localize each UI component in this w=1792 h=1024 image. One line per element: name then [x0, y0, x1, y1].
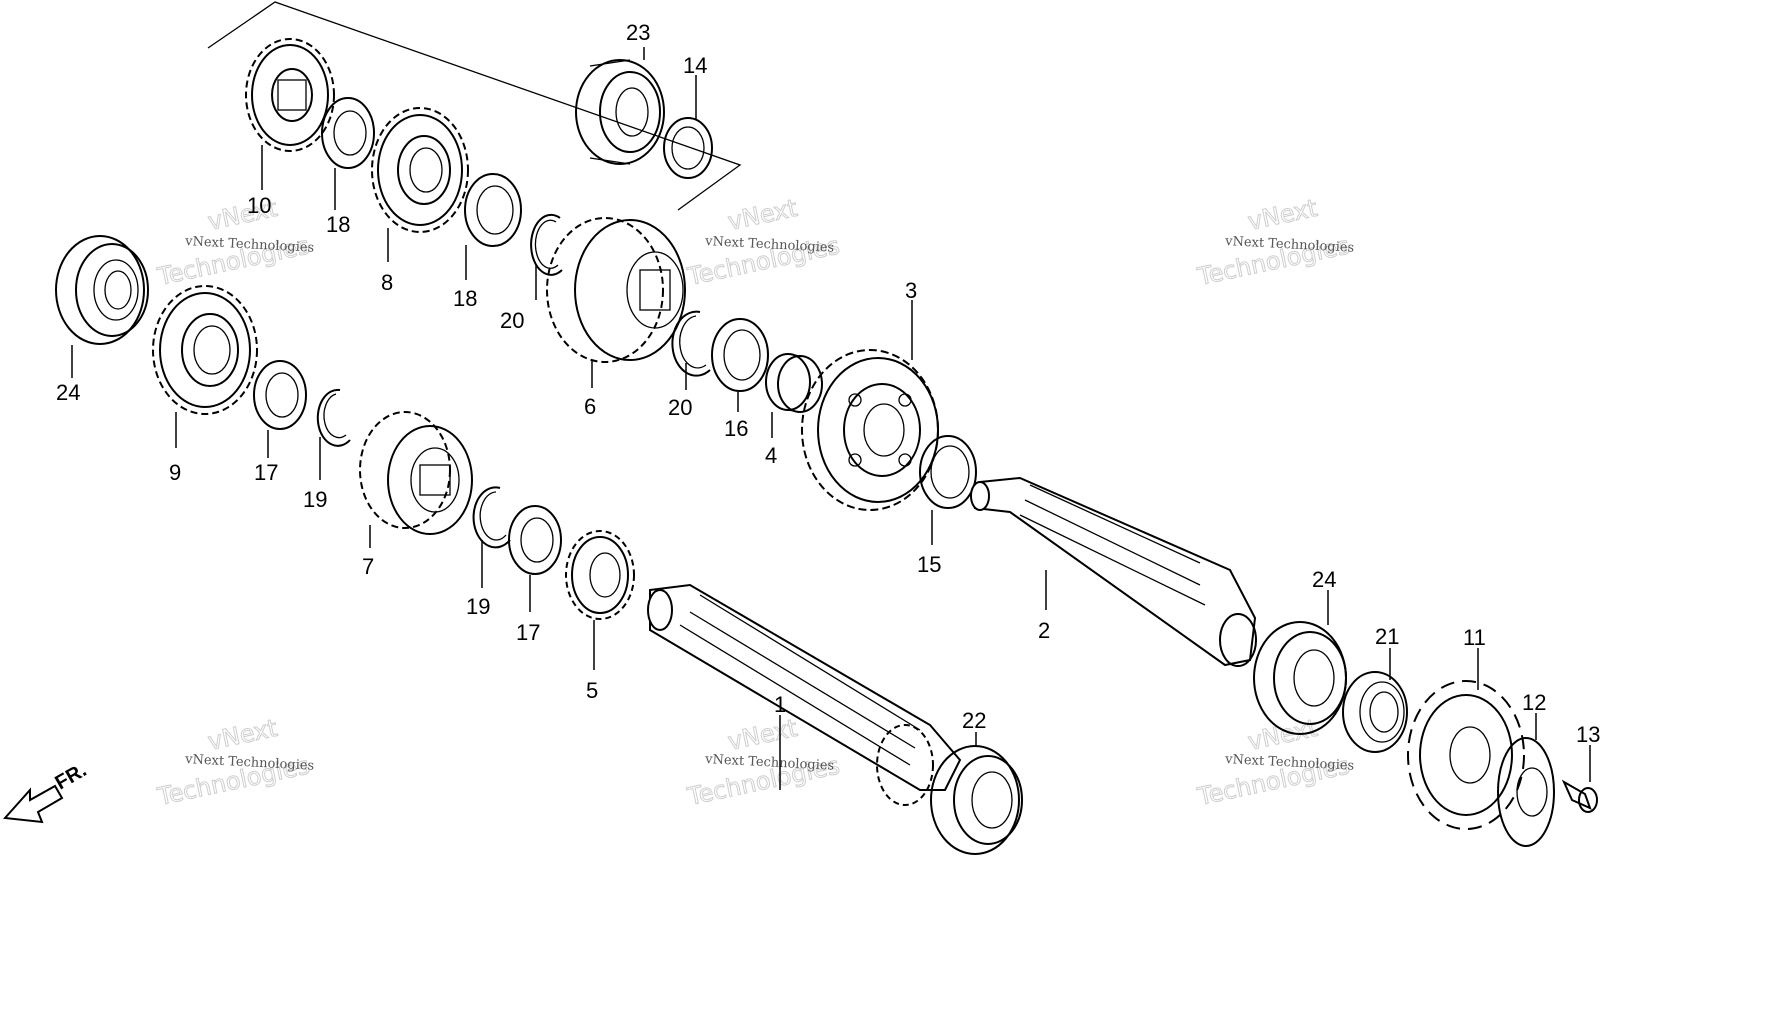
watermark-top-right: vNext Technologies vNext Technologies: [1194, 193, 1355, 291]
washer-17-left: [253, 360, 307, 430]
callout-24-left: 24: [56, 380, 80, 405]
svg-text:vNext Technologies: vNext Technologies: [1224, 234, 1355, 256]
callout-10: 10: [247, 193, 271, 218]
callout-17-left: 17: [254, 460, 278, 485]
svg-text:vNext: vNext: [1245, 714, 1319, 756]
callout-13: 13: [1576, 722, 1600, 747]
bearing-24-right: [1253, 621, 1347, 735]
svg-text:vNext: vNext: [1245, 194, 1319, 236]
callout-14: 14: [683, 53, 707, 78]
callout-18: 18: [453, 286, 477, 311]
gear-3: [801, 349, 939, 511]
callout-11: 11: [1463, 625, 1486, 650]
circlip-19-lower: [472, 486, 511, 549]
callout-6: 6: [584, 394, 596, 419]
callout-19-lower: 19: [466, 594, 490, 619]
gear-6: [546, 217, 686, 363]
gear-8: [371, 107, 469, 233]
watermark-bottom-center: vNext Technologies vNext Technologies: [684, 713, 843, 811]
callout-19-left: 19: [303, 487, 327, 512]
svg-text:vNext Technologies: vNext Technologies: [1224, 752, 1355, 774]
watermark-top-left: vNext Technologies vNext Technologies: [154, 193, 315, 291]
watermark-bottom-left: vNext Technologies vNext Technologies: [154, 713, 315, 811]
washer-14: [663, 117, 713, 179]
callout-22: 22: [962, 708, 986, 733]
svg-text:vNext: vNext: [725, 194, 799, 236]
circlip-19-left: [316, 388, 351, 447]
gear-5: [565, 530, 635, 620]
svg-text:vNext Technologies: vNext Technologies: [184, 752, 315, 774]
gear-9: [152, 285, 258, 415]
callout-1: 1: [774, 692, 786, 717]
oil-seal-21: [1342, 671, 1408, 753]
front-direction-arrow: FR.: [2, 759, 90, 824]
gear-10: [245, 38, 335, 152]
washer-17-lower: [508, 505, 562, 575]
washer-16: [711, 318, 769, 392]
circlip-20: [671, 310, 711, 377]
callout-16: 16: [724, 416, 748, 441]
watermark-bottom-right: vNext Technologies vNext Technologies: [1194, 713, 1355, 811]
callout-9: 9: [169, 460, 181, 485]
leader-lines: [71, 47, 1591, 790]
washer-15: [919, 435, 977, 509]
washer-18: [464, 173, 522, 247]
callout-12: 12: [1522, 690, 1546, 715]
watermark-top-center: vNext Technologies vNext Technologies: [684, 193, 843, 291]
svg-text:vNext: vNext: [205, 714, 279, 756]
gear-7: [359, 411, 473, 535]
callout-20-top: 20: [500, 308, 524, 333]
bearing-22: [930, 745, 1023, 855]
callout-18-top: 18: [326, 212, 350, 237]
bearing-23: [575, 59, 665, 165]
sprocket-11: [1407, 680, 1525, 830]
bushing-4: [765, 353, 823, 413]
callout-17-lower: 17: [516, 620, 540, 645]
svg-text:vNext Technologies: vNext Technologies: [704, 234, 835, 256]
washer-18-top: [321, 97, 375, 169]
shaft-1: [647, 583, 962, 806]
callout-labels: 10 18 8 18 20 23 14 24 9 17 19 7 6 20 16…: [56, 20, 1600, 747]
shaft-2: [970, 476, 1257, 667]
callout-4: 4: [765, 443, 777, 468]
callout-2: 2: [1038, 618, 1050, 643]
svg-text:vNext Technologies: vNext Technologies: [704, 752, 835, 774]
plate-12: [1497, 737, 1555, 847]
callout-20: 20: [668, 395, 692, 420]
callout-3: 3: [905, 278, 917, 303]
callout-15: 15: [917, 552, 941, 577]
callout-21: 21: [1375, 624, 1399, 649]
callout-7: 7: [362, 554, 374, 579]
svg-text:vNext: vNext: [725, 714, 799, 756]
kit-bracket-outline: [207, 1, 742, 211]
callout-24-right: 24: [1312, 567, 1336, 592]
callout-5: 5: [586, 678, 598, 703]
callout-23: 23: [626, 20, 650, 45]
svg-text:vNext Technologies: vNext Technologies: [184, 234, 315, 256]
callout-8: 8: [381, 270, 393, 295]
bolt-13: [1561, 779, 1598, 813]
bearing-24-left: [55, 235, 149, 345]
